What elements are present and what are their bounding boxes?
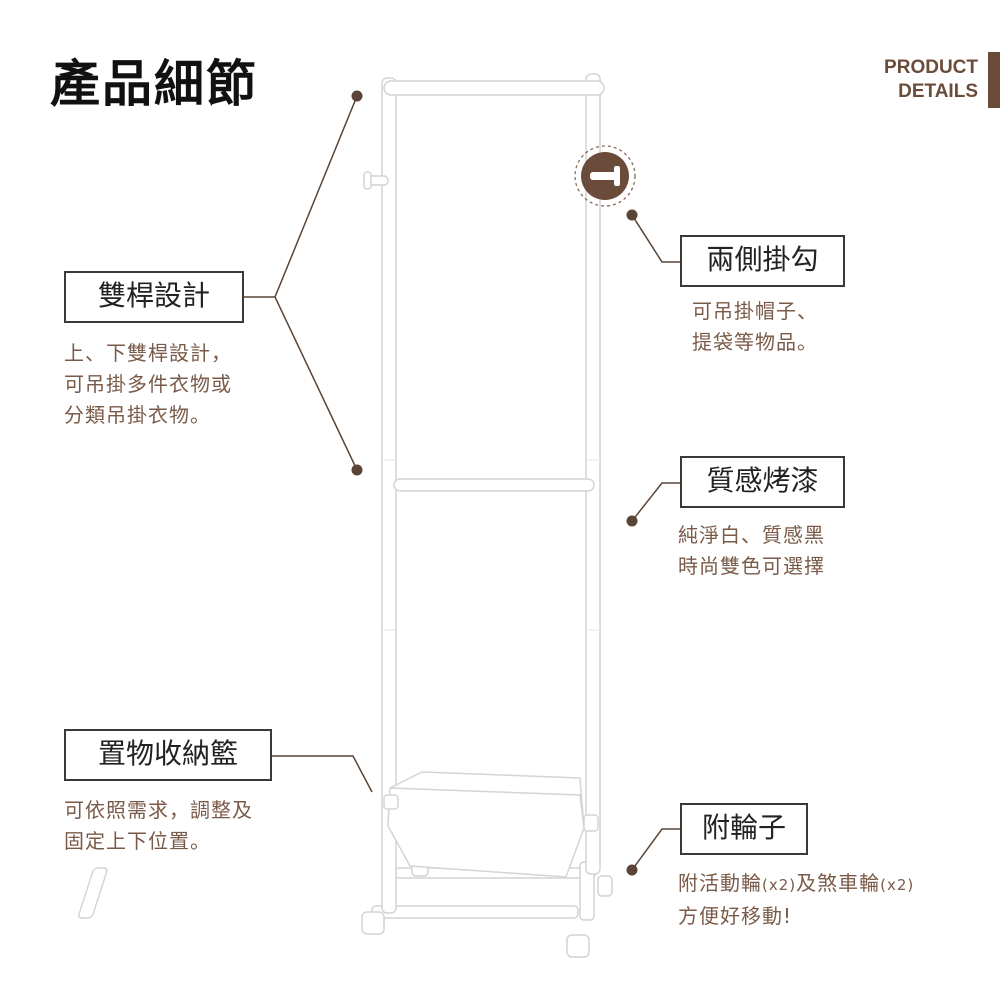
feature-desc-line: 附活動輪(x2)及煞車輪(x2) [678, 868, 914, 901]
base-front-bar [371, 905, 579, 919]
feature-label-paint: 質感烤漆 [680, 456, 845, 508]
callout-line-paint [631, 482, 680, 522]
feature-desc-line: 方便好移動! [678, 904, 793, 928]
basket-right-clip [583, 814, 599, 832]
callout-line-wheels [631, 828, 680, 871]
callout-dot [626, 864, 638, 876]
feature-desc-paint: 純淨白、質感黑 時尚雙色可選擇 [678, 520, 825, 582]
feature-desc-line: 固定上下位置。 [64, 829, 211, 853]
wheel-rear-right [597, 875, 613, 897]
feature-desc-line: 分類吊掛衣物。 [64, 403, 211, 427]
page-title: 產品細節 [50, 55, 258, 113]
callout-line-basket [272, 755, 373, 793]
feature-desc-line: 時尚雙色可選擇 [678, 554, 825, 578]
feature-desc-line: 純淨白、質感黑 [678, 523, 825, 547]
callout-dot [351, 90, 363, 102]
corner-accent-bar [988, 52, 1000, 108]
callout-line-double-rod [274, 95, 358, 471]
feature-desc-side-hooks: 可吊掛帽子、 提袋等物品。 [692, 296, 818, 358]
callout-dot [626, 209, 638, 221]
wheels-desc-part: (x2) [880, 876, 915, 894]
feature-desc-line: 可吊掛多件衣物或 [64, 372, 232, 396]
wheels-desc-part: 附活動輪 [678, 871, 762, 895]
wheel-front-right [566, 934, 590, 958]
wheel-front-left [361, 911, 385, 935]
basket-left-clip [383, 794, 399, 810]
callout-dot [626, 515, 638, 527]
callout-line-side-hooks [631, 214, 680, 263]
feature-label-double-rod: 雙桿設計 [64, 271, 244, 323]
feature-desc-line: 提袋等物品。 [692, 330, 818, 354]
feature-label-side-hooks: 兩側掛勾 [680, 235, 845, 287]
feature-label-wheels: 附輪子 [680, 803, 808, 855]
storage-basket [387, 771, 585, 878]
feature-desc-wheels: 附活動輪(x2)及煞車輪(x2) 方便好移動! [678, 868, 914, 932]
base-left-rail [78, 867, 108, 919]
wheels-desc-part: (x2) [762, 876, 797, 894]
product-details-tag: PRODUCT DETAILS [884, 56, 978, 104]
callout-dot [351, 464, 363, 476]
feature-desc-line: 上、下雙桿設計， [64, 341, 232, 365]
feature-desc-basket: 可依照需求，調整及 固定上下位置。 [64, 795, 253, 857]
product-details-line2: DETAILS [898, 81, 978, 102]
feature-label-basket: 置物收納籃 [64, 729, 272, 781]
hook-zoom-ring [574, 145, 636, 207]
top-rod [383, 80, 605, 96]
product-details-line1: PRODUCT [884, 57, 978, 78]
feature-desc-line: 可吊掛帽子、 [692, 299, 818, 323]
feature-desc-line: 可依照需求，調整及 [64, 798, 253, 822]
wheels-desc-part: 及煞車輪 [796, 871, 881, 895]
right-upright [585, 73, 601, 875]
lower-rod [393, 478, 595, 492]
feature-desc-double-rod: 上、下雙桿設計， 可吊掛多件衣物或 分類吊掛衣物。 [64, 338, 232, 431]
left-upright [381, 77, 397, 914]
